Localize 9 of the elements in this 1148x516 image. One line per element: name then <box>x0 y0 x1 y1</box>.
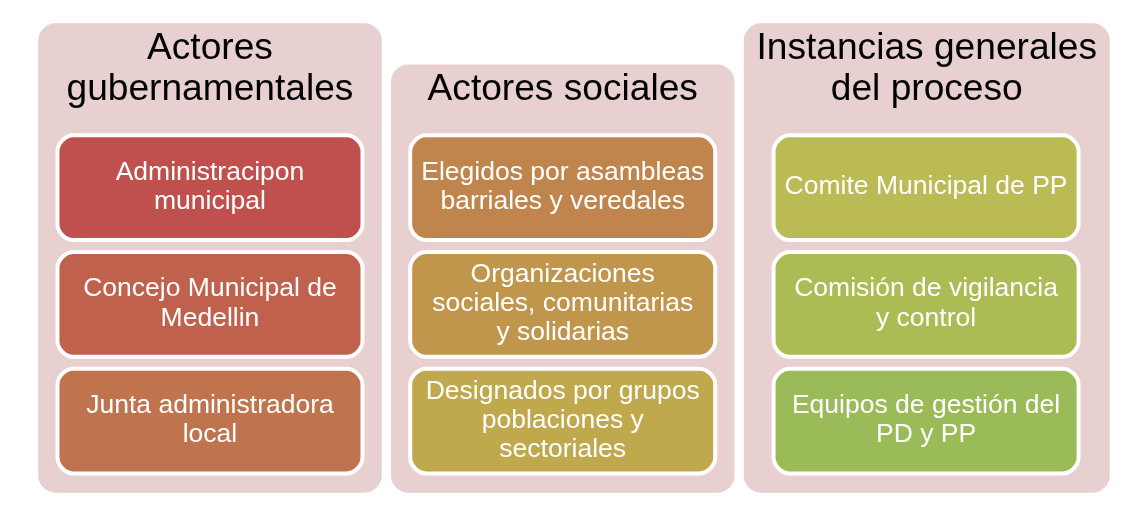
node-box: Comite Municipal de PP <box>771 133 1081 243</box>
node-box: Elegidos por asambleas barriales y veredales <box>408 133 718 243</box>
node-box: Junta administradora local <box>55 366 365 476</box>
node-box: Designados por grupos poblaciones y sectoriales <box>408 366 718 476</box>
node-box: Concejo Municipal de Medellin <box>55 250 365 359</box>
node-box: Equipos de gestión del PD y PP <box>771 366 1081 476</box>
node-box: Comisión de vigilancia y control <box>771 250 1081 359</box>
node-box: Administracipon municipal <box>55 133 365 243</box>
node-box: Organizaciones sociales, comunitarias y solidarias <box>408 250 718 359</box>
